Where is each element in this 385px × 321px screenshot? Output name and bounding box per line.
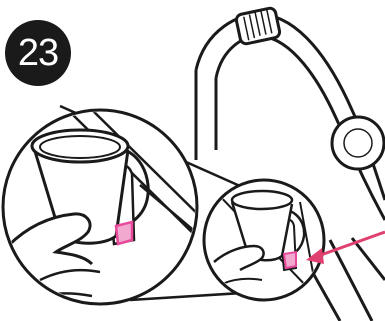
step-number: 23 [18,32,58,75]
zoom-circle-large [3,104,220,304]
handlebar-adjuster [235,7,280,45]
side-pivot-knob [332,117,384,169]
step-number-badge: 23 [5,20,71,86]
release-tab-small [284,252,296,268]
release-tab-large [116,222,132,244]
zoom-circle-small [204,180,324,300]
